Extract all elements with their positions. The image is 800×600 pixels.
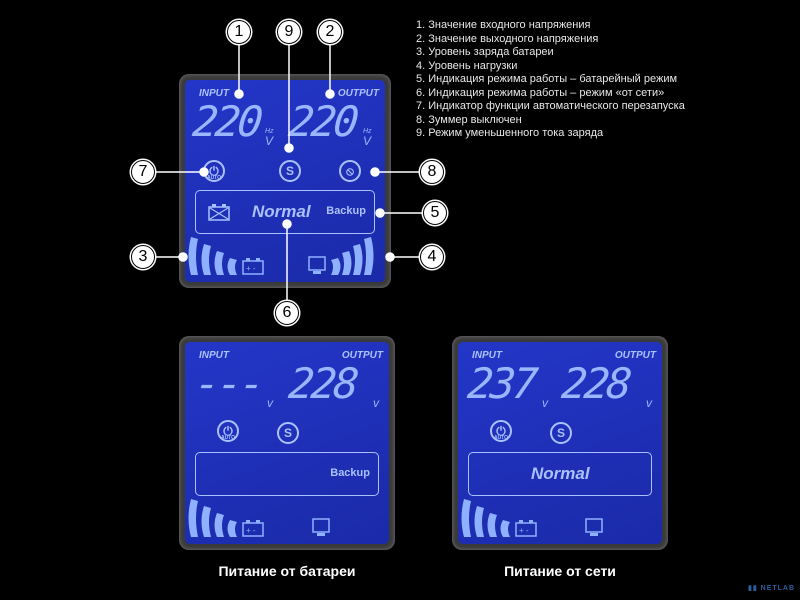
backup-mode-indicator: Backup: [330, 467, 370, 479]
lcd-screen: INPUT OUTPUT 237 v 228 v ⏻AUTO S Normal …: [458, 342, 662, 544]
legend-list: 1. Значение входного напряжения 2. Значе…: [416, 19, 685, 141]
lcd-screen: INPUT OUTPUT --- v 228 v ⏻AUTO S Backup …: [185, 342, 389, 544]
battery-icon: + -: [515, 520, 537, 537]
battery-level-bar: [500, 520, 510, 537]
load-level-bar: [342, 251, 352, 275]
v-unit: v: [542, 396, 548, 410]
battery-icon: + -: [242, 520, 264, 537]
monitor-icon: [312, 518, 330, 536]
callout-1: 1: [227, 20, 251, 44]
input-label: INPUT: [472, 350, 502, 361]
battery-level-bar: [214, 513, 224, 537]
watermark-logo: ▮▮ NETLAB: [748, 585, 796, 592]
callout-dot: [284, 143, 294, 153]
callout-dot: [282, 219, 292, 229]
callout-dot: [234, 89, 244, 99]
legend-item: 5. Индикация режима работы – батарейный …: [416, 73, 678, 85]
normal-mode-indicator: Normal: [252, 202, 311, 221]
charge-mode-icon: S: [550, 422, 572, 444]
battery-level-bar: [201, 506, 211, 537]
callout-5: 5: [423, 201, 447, 225]
mode-box: Normal Backup: [195, 190, 375, 234]
load-level-bar: [331, 258, 341, 275]
monitor-icon: [308, 256, 326, 274]
callout-9: 9: [277, 20, 301, 44]
backup-mode-indicator: Backup: [326, 205, 366, 217]
battery-level-bar: [214, 251, 224, 275]
callout-6: 6: [275, 301, 299, 325]
battery-level-bar: [474, 506, 484, 537]
mode-box: Normal: [468, 452, 652, 496]
legend-item: 2. Значение выходного напряжения: [416, 32, 599, 45]
output-label: OUTPUT: [337, 88, 379, 99]
hz-unit: Hz: [363, 128, 372, 135]
legend-item: 7. Индикатор функции автоматического пер…: [416, 100, 685, 112]
battery-level-bar: [201, 244, 211, 275]
load-level-bar: [364, 237, 374, 275]
battery-mode-lcd-panel: INPUT OUTPUT --- v 228 v ⏻AUTO S Backup …: [179, 336, 395, 550]
callout-3: 3: [131, 245, 155, 269]
level-bars: + -: [461, 499, 603, 537]
legend-item: 3. Уровень заряда батареи: [416, 46, 554, 58]
callout-4: 4: [420, 245, 444, 269]
hz-unit: Hz: [265, 128, 274, 135]
level-bars: + -: [188, 237, 374, 275]
mains-mode-lcd-panel: INPUT OUTPUT 237 v 228 v ⏻AUTO S Normal …: [452, 336, 668, 550]
battery-icon: + -: [242, 258, 264, 275]
svg-text:+ -: + -: [246, 526, 256, 535]
legend-item: 4. Уровень нагрузки: [416, 59, 518, 72]
callout-dot: [325, 89, 335, 99]
legend-item: 1. Значение входного напряжения: [416, 19, 591, 31]
v-unit: v: [373, 396, 379, 410]
svg-text:+ -: + -: [246, 264, 256, 273]
load-level-bar: [353, 244, 363, 275]
battery-level-bar: [188, 237, 198, 275]
v-unit: V: [363, 134, 372, 148]
callout-dot: [178, 252, 188, 262]
callout-8: 8: [420, 160, 444, 184]
v-unit: v: [646, 396, 652, 410]
battery-level-bar: [188, 499, 198, 537]
callout-dot: [385, 252, 395, 262]
battery-fault-icon: [208, 204, 230, 221]
lcd-screen: INPUT OUTPUT 220 Hz V 220 Hz V ⏻AUTO S ⦸…: [185, 80, 385, 282]
mode-box: Backup: [195, 452, 379, 496]
callout-dot: [375, 208, 385, 218]
input-label: INPUT: [199, 88, 229, 99]
input-label: INPUT: [199, 350, 229, 361]
svg-text:+ -: + -: [519, 526, 529, 535]
output-label: OUTPUT: [614, 350, 656, 361]
battery-level-bar: [487, 513, 497, 537]
callout-dot: [370, 167, 380, 177]
battery-level-bar: [227, 258, 237, 275]
monitor-icon: [585, 518, 603, 536]
buzzer-off-icon: ⦸: [339, 160, 361, 182]
main-lcd-panel: INPUT OUTPUT 220 Hz V 220 Hz V ⏻AUTO S ⦸…: [179, 74, 391, 288]
mains-mode-caption: Питание от сети: [504, 563, 616, 579]
output-label: OUTPUT: [341, 350, 383, 361]
v-unit: V: [265, 134, 274, 148]
charge-mode-icon: S: [277, 422, 299, 444]
callout-2: 2: [318, 20, 342, 44]
auto-restart-icon: ⏻AUTO: [490, 420, 512, 442]
charge-mode-icon: S: [279, 160, 301, 182]
legend-item: 9. Режим уменьшенного тока заряда: [416, 127, 604, 139]
level-bars: + -: [188, 499, 330, 537]
v-unit: v: [267, 396, 273, 410]
normal-mode-indicator: Normal: [531, 464, 590, 483]
callout-7: 7: [131, 160, 155, 184]
legend-item: 6. Индикация режима работы – режим «от с…: [416, 86, 665, 99]
battery-level-bar: [227, 520, 237, 537]
auto-restart-icon: ⏻AUTO: [217, 420, 239, 442]
callout-dot: [199, 167, 209, 177]
battery-level-bar: [461, 499, 471, 537]
legend-item: 8. Зуммер выключен: [416, 113, 522, 126]
battery-mode-caption: Питание от батареи: [218, 563, 356, 579]
